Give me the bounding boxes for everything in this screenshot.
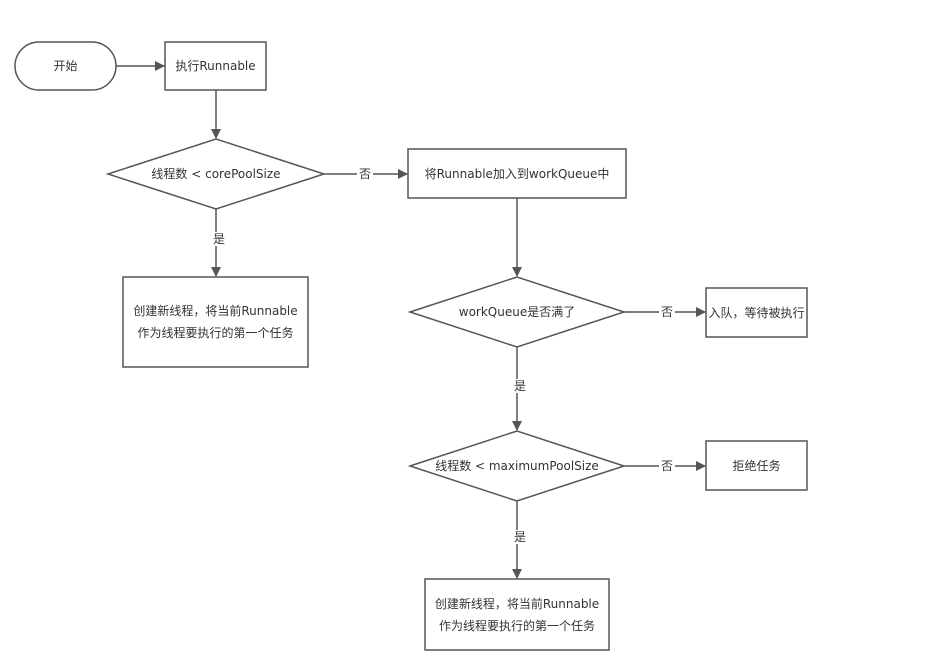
enqueue-wait-node: 入队，等待被执行 <box>708 305 805 320</box>
edge-label-queue-full-no: 否 <box>659 305 676 319</box>
check-max-decision: 线程数 < maximumPoolSize <box>435 459 599 473</box>
edge-label-max-yes: 是 <box>512 530 529 544</box>
add-queue-box-shape <box>407 148 627 199</box>
enqueue-wait-box-shape <box>705 287 808 338</box>
check-core-decision: 线程数 < corePoolSize <box>151 167 281 181</box>
create-thread-2-node: 创建新线程，将当前Runnable作为线程要执行的第一个任务 <box>434 596 600 633</box>
edge-label-max-no: 否 <box>659 459 676 473</box>
edge-label-queue-full-yes: 是 <box>512 379 529 393</box>
reject-node: 拒绝任务 <box>732 458 781 473</box>
edge-label-core-yes: 是 <box>211 232 228 246</box>
create-thread-1-box-shape <box>122 276 309 368</box>
create-thread-2-box-shape <box>424 578 610 651</box>
start-node: 开始 <box>53 59 78 73</box>
exec-runnable-node: 执行Runnable <box>175 59 256 73</box>
exec-runnable-box-shape <box>164 41 267 91</box>
check-queue-full-decision: workQueue是否满了 <box>458 305 576 319</box>
create-thread-1-node: 创建新线程，将当前Runnable作为线程要执行的第一个任务 <box>133 304 298 340</box>
add-queue-node: 将Runnable加入到workQueue中 <box>424 166 610 181</box>
reject-box-shape <box>705 440 808 491</box>
edge-label-core-no: 否 <box>357 167 374 181</box>
